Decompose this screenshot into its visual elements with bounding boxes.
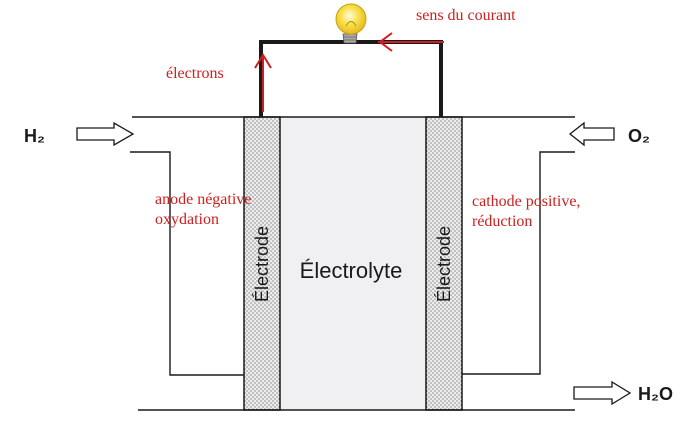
anode-label-line1: anode négative [155,191,251,208]
electrode-left-label: Électrode [252,226,272,302]
o2-label: O₂ [628,126,650,146]
cathode-label-line2: réduction [472,213,532,230]
anode-label-line2: oxydation [155,211,219,228]
o2-inlet-arrow [568,121,615,147]
electrode-left [243,116,281,411]
cell-casing [130,116,575,411]
external-circuit-wire [259,40,443,117]
electrons-label: électrons [166,65,224,82]
current-direction-label: sens du courant [416,7,516,24]
light-bulb-icon [335,3,367,44]
electrolyte-label: Électrolyte [300,258,403,283]
electrode-right-label: Électrode [434,226,454,302]
h2-label: H₂ [24,126,45,146]
h2o-label: H₂O [638,384,673,404]
h2-inlet-arrow [76,121,135,147]
electron-flow-arrow [254,53,272,112]
current-direction-arrow [378,32,444,52]
cathode-label-line1: cathode positive, [472,193,580,210]
h2o-outlet-arrow [573,380,632,406]
electrolyte-region [280,117,426,410]
